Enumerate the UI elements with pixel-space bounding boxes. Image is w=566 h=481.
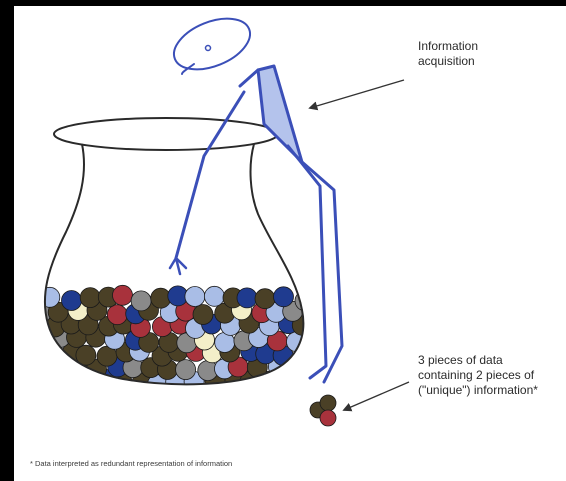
- ball: [79, 287, 101, 309]
- ball: [254, 288, 276, 310]
- ball: [236, 287, 258, 309]
- figure-head: [173, 17, 251, 71]
- footnote: * Data interpreted as redundant represen…: [30, 459, 233, 468]
- data-pieces-label-line-2: containing 2 pieces of: [418, 368, 535, 382]
- vase-rim: [53, 117, 279, 151]
- acquisition-label-line-1: Information: [418, 39, 479, 53]
- figure-torso: [256, 64, 304, 164]
- ball: [192, 304, 214, 325]
- ball: [305, 302, 325, 322]
- figure-back-leg: [300, 160, 344, 384]
- ball: [75, 344, 97, 366]
- vase-bottom: [117, 373, 265, 386]
- balls-group: [21, 284, 325, 392]
- ball: [21, 315, 41, 335]
- data-arrow: [342, 381, 410, 412]
- ball: [175, 359, 197, 381]
- data-pieces-label-line-3: ("unique") information*: [418, 383, 538, 397]
- data-pieces-label: 3 pieces of data containing 2 pieces of …: [418, 353, 566, 398]
- ball: [112, 284, 133, 306]
- ball: [273, 374, 294, 385]
- figure-head-tip: [181, 63, 195, 75]
- data-pieces-label-line-1: 3 pieces of data: [418, 353, 503, 367]
- ball: [106, 304, 128, 326]
- data-ball-2: [319, 394, 337, 412]
- ball: [77, 370, 98, 385]
- ball: [203, 285, 225, 307]
- vase-right-side: [249, 143, 305, 375]
- ball: [44, 371, 61, 385]
- ball: [302, 331, 304, 353]
- figure-hand: [168, 256, 188, 276]
- figure-arm: [174, 90, 246, 260]
- acquisition-label: Information acquisition: [418, 39, 538, 69]
- illustration-panel: Information acquisition 3 pieces of data…: [14, 6, 566, 481]
- annotation-arrows: [308, 79, 410, 412]
- ball: [44, 286, 46, 308]
- illustration-svg: [21, 17, 410, 427]
- ball: [61, 290, 82, 311]
- acquisition-label-line-2: acquisition: [418, 54, 475, 68]
- ball: [130, 290, 152, 312]
- acquisition-arrow: [308, 79, 405, 111]
- ball: [44, 356, 55, 378]
- vase-left-side: [43, 143, 119, 379]
- data-ball-3: [319, 409, 337, 427]
- ball: [44, 286, 61, 308]
- figure-front-leg: [286, 144, 328, 380]
- ball: [24, 372, 44, 392]
- ball: [24, 346, 44, 366]
- ball: [273, 286, 294, 308]
- figure-eye: [204, 44, 212, 52]
- ball: [51, 355, 73, 377]
- ball: [57, 373, 78, 385]
- stick-figure: [168, 17, 344, 384]
- ball: [184, 286, 206, 307]
- figure-neck: [238, 68, 260, 88]
- data-balls: [309, 394, 337, 427]
